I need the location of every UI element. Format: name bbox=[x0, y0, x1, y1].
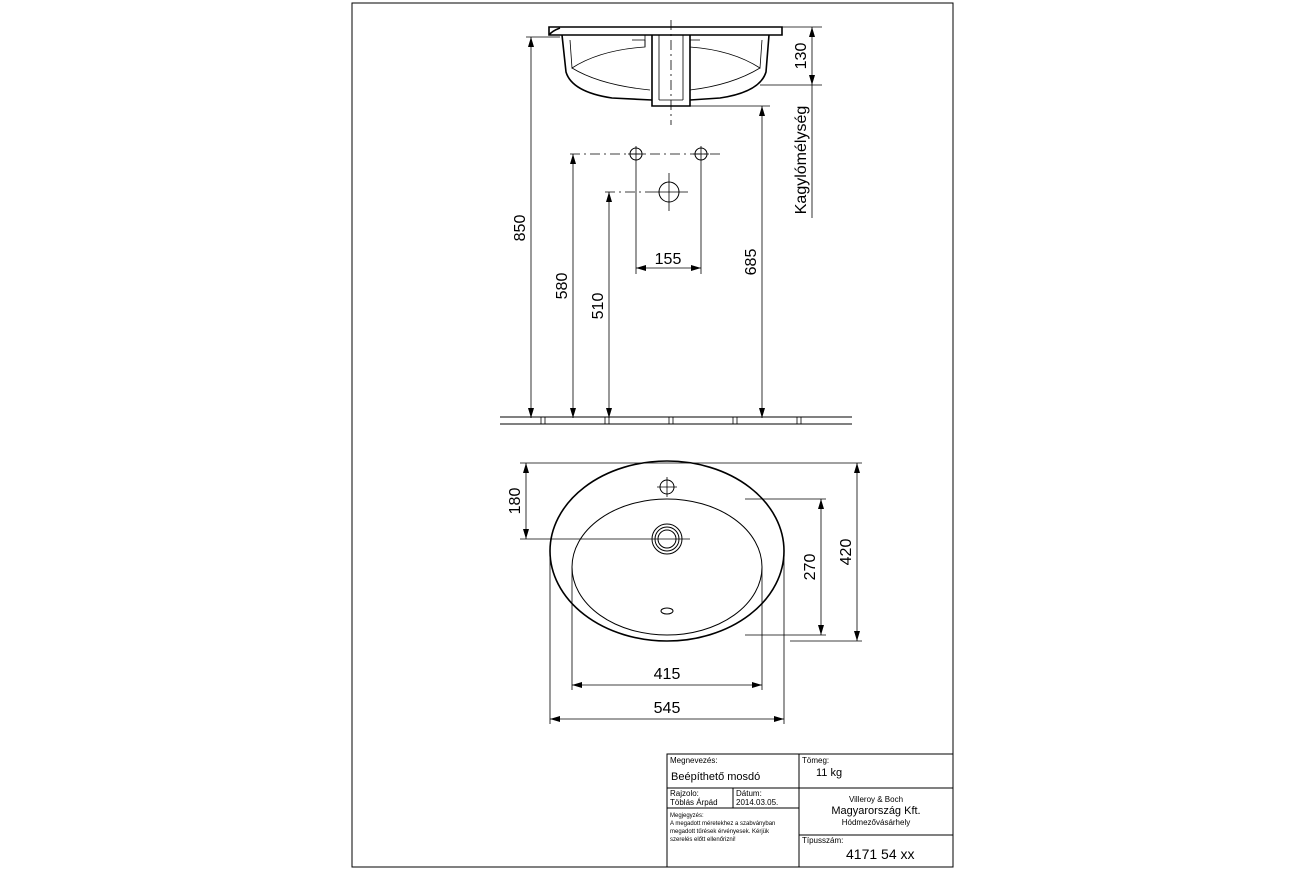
dim-580-label: 580 bbox=[554, 273, 571, 300]
dim-130-label: 130 bbox=[793, 43, 810, 70]
floor bbox=[500, 416, 852, 425]
dim-580: 580 bbox=[554, 154, 576, 418]
dim-270: 270 bbox=[745, 498, 826, 636]
drawer-label: Rajzolo: bbox=[670, 789, 699, 798]
company-line1: Villeroy & Boch bbox=[849, 795, 903, 804]
dim-685-label: 685 bbox=[743, 249, 760, 276]
dim-510: 510 bbox=[590, 192, 612, 418]
dim-420: 420 bbox=[790, 463, 862, 642]
note-label: Megjegyzés: bbox=[670, 813, 704, 819]
dim-155: 155 bbox=[635, 162, 702, 274]
note-line3: szerelés előtt ellenőrizni! bbox=[670, 837, 736, 843]
depth-label-group: Kagylómélység bbox=[793, 85, 813, 218]
tap-holes bbox=[570, 146, 720, 211]
drawing-frame bbox=[351, 2, 954, 868]
dim-510-label: 510 bbox=[590, 293, 607, 320]
side-view bbox=[548, 20, 783, 125]
dim-180: 180 bbox=[507, 462, 862, 539]
dim-850-label: 850 bbox=[512, 215, 529, 242]
top-view bbox=[520, 460, 785, 642]
note-line1: A megadott méretekhez a szabványban bbox=[670, 821, 775, 827]
dim-180-label: 180 bbox=[507, 488, 524, 515]
dim-545-label: 545 bbox=[654, 700, 681, 717]
dim-415: 415 bbox=[571, 567, 763, 690]
type-label: Típusszám: bbox=[802, 836, 843, 845]
type-value: 4171 54 xx bbox=[846, 846, 915, 862]
dim-270-label: 270 bbox=[802, 554, 819, 581]
dim-685: 685 bbox=[690, 105, 770, 418]
dim-545: 545 bbox=[549, 551, 785, 724]
company-line2: Magyarország Kft. bbox=[831, 805, 920, 817]
company-line3: Hódmezővásárhely bbox=[842, 818, 910, 827]
date-value: 2014.03.05. bbox=[736, 798, 778, 807]
title-block: Megnevezés: Beépíthető mosdó Tömeg: 11 k… bbox=[666, 753, 954, 868]
name-value: Beépíthető mosdó bbox=[671, 771, 760, 783]
drawer-value: Töblás Árpád bbox=[670, 798, 718, 807]
dim-415-label: 415 bbox=[654, 666, 681, 683]
depth-label: Kagylómélység bbox=[793, 106, 810, 215]
note-line2: megadott tűrések érvényesek. Kérjük bbox=[670, 829, 770, 835]
name-label: Megnevezés: bbox=[670, 756, 718, 765]
date-label: Dátum: bbox=[736, 789, 762, 798]
dim-155-label: 155 bbox=[655, 251, 682, 268]
dim-420-label: 420 bbox=[838, 539, 855, 566]
dim-850: 850 bbox=[512, 36, 560, 418]
weight-label: Tömeg: bbox=[802, 756, 829, 765]
weight-value: 11 kg bbox=[816, 767, 842, 779]
